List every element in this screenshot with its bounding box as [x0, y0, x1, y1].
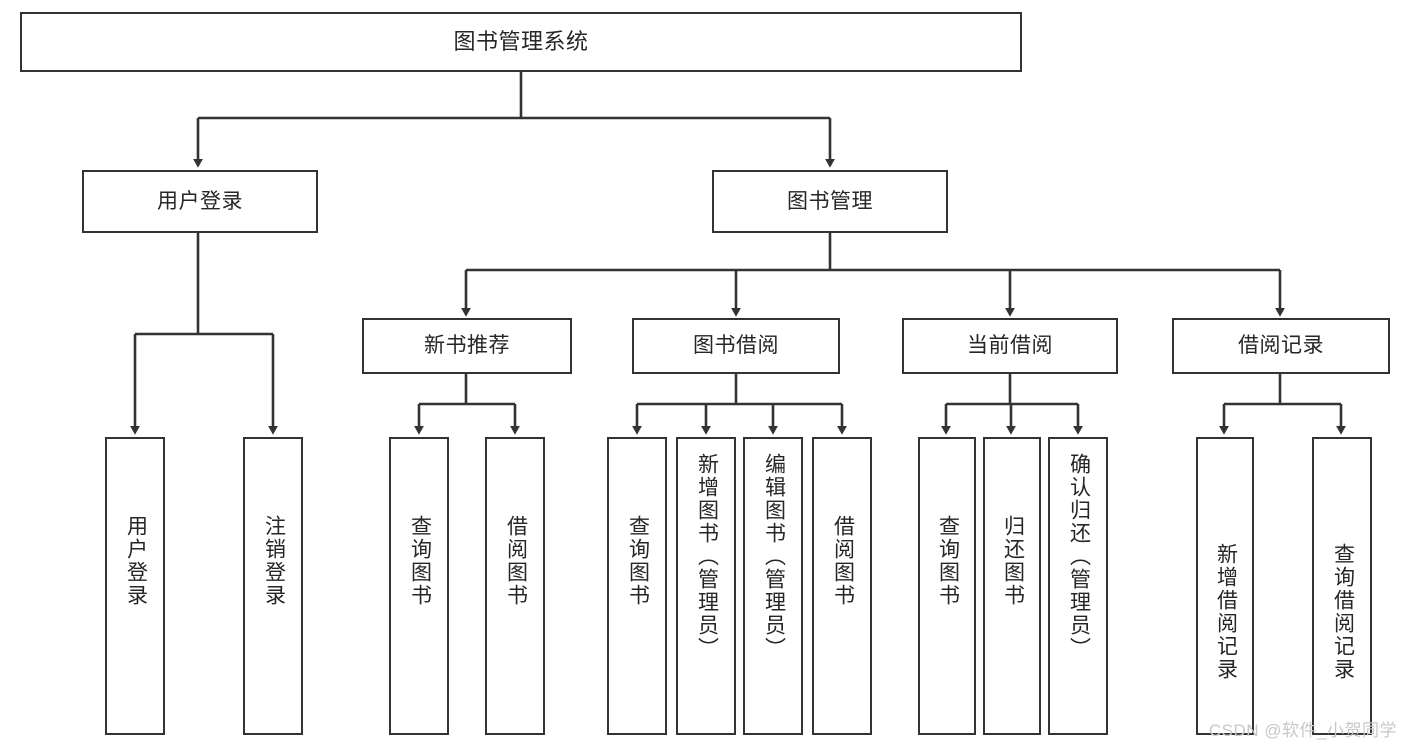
csdn-watermark: CSDN @软件_小贺同学	[1208, 721, 1397, 740]
leaf-user-login-logout[interactable]: 注销登录	[243, 437, 303, 735]
node-root-label: 图书管理系统	[453, 28, 589, 54]
node-book-borrow[interactable]: 图书借阅	[632, 318, 840, 374]
leaf-book-borrow-query[interactable]: 查询图书	[607, 437, 667, 735]
node-book-management[interactable]: 图书管理	[712, 170, 948, 233]
leaf-book-borrow-query-label: 查询图书	[626, 515, 650, 607]
leaf-book-borrow-borrow-label: 借阅图书	[831, 515, 855, 607]
leaf-new-book-borrow[interactable]: 借阅图书	[485, 437, 545, 735]
leaf-current-borrow-return-label: 归还图书	[1001, 515, 1025, 607]
node-user-login-label: 用户登录	[157, 189, 243, 213]
leaf-borrow-record-add[interactable]: 新增借阅记录	[1196, 437, 1254, 735]
leaf-new-book-query-label: 查询图书	[408, 515, 432, 607]
node-new-book-recommend[interactable]: 新书推荐	[362, 318, 572, 374]
leaf-current-borrow-return[interactable]: 归还图书	[983, 437, 1041, 735]
leaf-book-borrow-edit[interactable]: 编辑图书（管理员）	[743, 437, 803, 735]
leaf-user-login-login-label: 用户登录	[124, 515, 148, 607]
node-current-borrow-label: 当前借阅	[967, 334, 1053, 358]
leaf-current-borrow-query[interactable]: 查询图书	[918, 437, 976, 735]
node-borrow-record[interactable]: 借阅记录	[1172, 318, 1390, 374]
leaf-user-login-login[interactable]: 用户登录	[105, 437, 165, 735]
leaf-book-borrow-add-label: 新增图书（管理员）	[695, 453, 719, 660]
leaf-current-borrow-confirm-return-label: 确认归还（管理员）	[1067, 453, 1091, 660]
node-new-book-recommend-label: 新书推荐	[424, 334, 510, 358]
leaf-new-book-query[interactable]: 查询图书	[389, 437, 449, 735]
node-user-login[interactable]: 用户登录	[82, 170, 318, 233]
leaf-book-borrow-add[interactable]: 新增图书（管理员）	[676, 437, 736, 735]
node-book-borrow-label: 图书借阅	[693, 334, 779, 358]
node-borrow-record-label: 借阅记录	[1238, 334, 1324, 358]
leaf-borrow-record-query[interactable]: 查询借阅记录	[1312, 437, 1372, 735]
leaf-book-borrow-borrow[interactable]: 借阅图书	[812, 437, 872, 735]
node-current-borrow[interactable]: 当前借阅	[902, 318, 1118, 374]
node-book-management-label: 图书管理	[787, 189, 873, 213]
node-root-system[interactable]: 图书管理系统	[20, 12, 1022, 72]
leaf-user-login-logout-label: 注销登录	[262, 515, 286, 607]
leaf-current-borrow-query-label: 查询图书	[936, 515, 960, 607]
leaf-new-book-borrow-label: 借阅图书	[504, 515, 528, 607]
leaf-borrow-record-add-label: 新增借阅记录	[1214, 543, 1238, 681]
leaf-current-borrow-confirm-return[interactable]: 确认归还（管理员）	[1048, 437, 1108, 735]
leaf-borrow-record-query-label: 查询借阅记录	[1331, 543, 1355, 681]
leaf-book-borrow-edit-label: 编辑图书（管理员）	[762, 453, 786, 660]
